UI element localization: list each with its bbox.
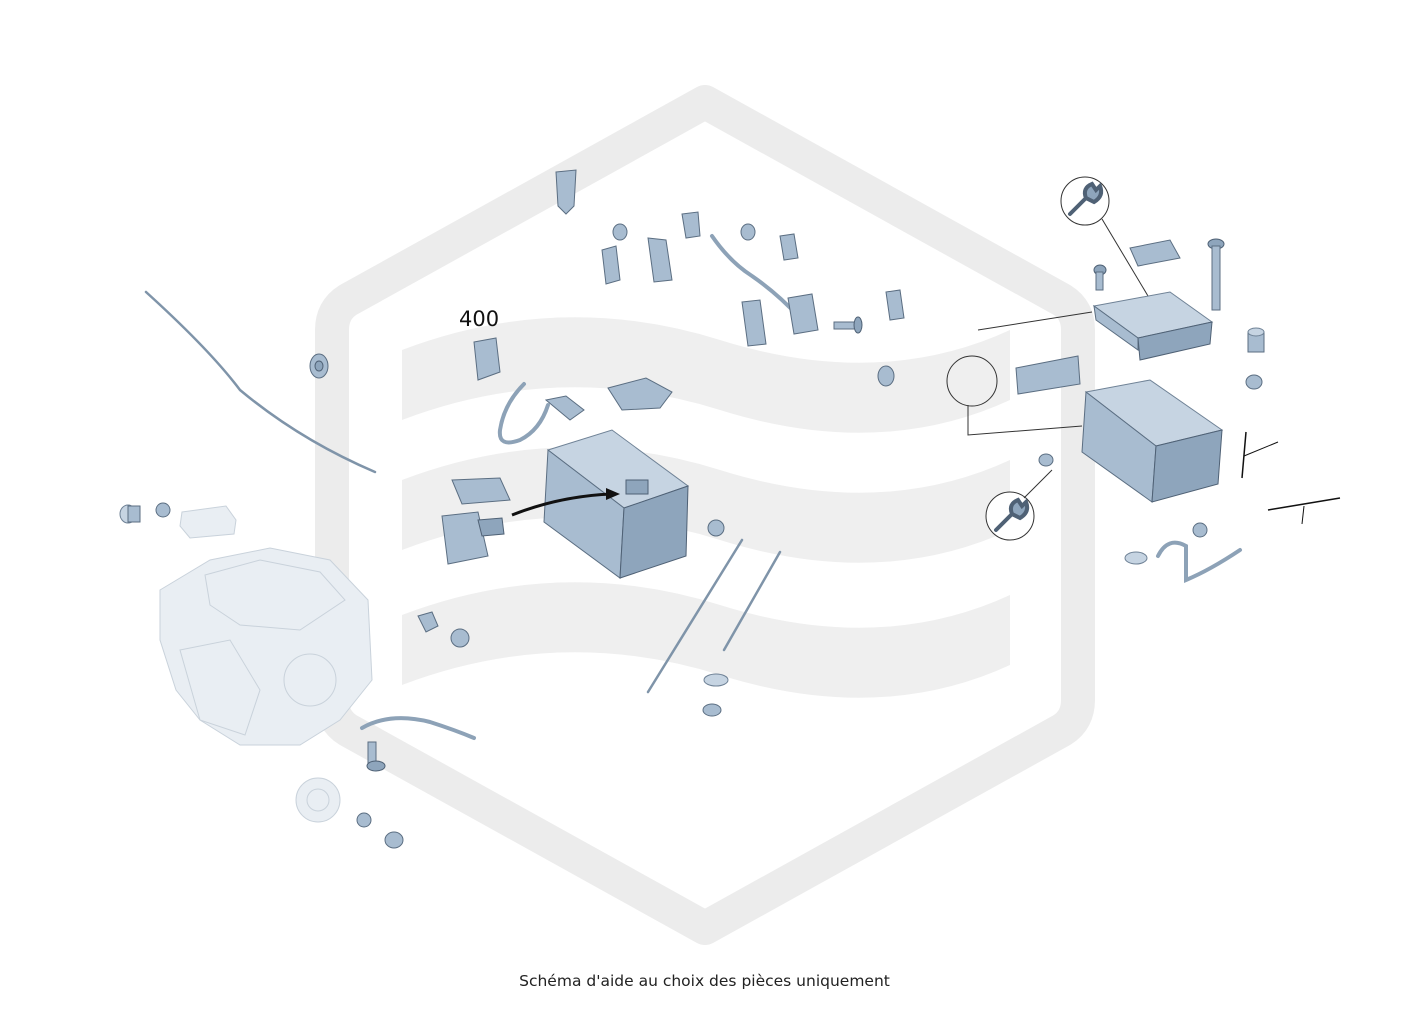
starter-motor[interactable] [179,505,237,539]
top-bracket-funnel[interactable] [555,169,577,215]
alternator-nut-1[interactable] [356,812,372,828]
clip-part-1[interactable] [417,611,439,633]
engine-assembly[interactable] [159,547,373,746]
plug-part-3[interactable] [702,703,722,717]
washer-part[interactable] [1124,551,1148,565]
wiring-harness-top[interactable] [710,234,802,320]
wrench-icon-lower[interactable] [985,469,1053,541]
hold-down-rod-2[interactable] [722,550,782,652]
detail-circle[interactable] [946,311,1093,436]
grommet-part[interactable] [309,353,329,379]
plug-part-4[interactable] [1192,522,1208,538]
grommet-part-3[interactable] [1038,453,1054,467]
bolt-near-engine[interactable] [366,741,386,772]
cap-part-2[interactable] [1245,374,1263,390]
connector-part-2[interactable] [647,237,673,283]
terminal-cover[interactable] [473,337,501,381]
coolant-hose[interactable] [1156,540,1242,584]
harness-block[interactable] [787,293,819,335]
control-module[interactable] [1092,291,1214,361]
connector-part-1[interactable] [601,245,621,285]
fuse-box-upper[interactable] [451,477,511,505]
screw-part[interactable] [833,316,863,334]
sensor-part-2[interactable] [740,223,756,241]
connector-part-3[interactable] [681,211,701,239]
battery[interactable] [543,429,690,579]
diagram-caption: Schéma d'aide au choix des pièces unique… [519,972,890,990]
callout-number[interactable]: 400 [459,307,499,331]
arrow-indicator [511,492,613,517]
control-module-cover[interactable] [1129,239,1181,267]
fuse-box-lower[interactable] [441,511,505,565]
sensor-part-1[interactable] [612,223,628,241]
long-bolt[interactable] [1207,238,1225,311]
battery-cover-pad[interactable] [607,377,673,411]
plug-part-1[interactable] [707,519,725,537]
plug-part-2[interactable] [703,673,729,687]
long-cable[interactable] [144,290,377,474]
alternator-nut-2[interactable] [384,831,404,849]
connector-part-4[interactable] [779,233,799,261]
bracket-part-top[interactable] [741,299,767,347]
ground-strap[interactable] [360,716,476,740]
watermark-logo [315,85,1095,945]
clip-part-2[interactable] [450,628,470,648]
cap-part-1[interactable] [1247,327,1265,353]
section-marker-2 [1267,497,1341,525]
section-marker-1 [1241,431,1279,479]
bushing-left-2[interactable] [155,502,171,518]
bracket-part-small[interactable] [885,289,905,321]
battery-cable-positive[interactable] [497,382,550,445]
grommet-part-2[interactable] [877,365,895,387]
small-bolt[interactable] [1093,264,1107,291]
battery-inverter-unit[interactable] [1081,379,1224,503]
relay-bracket[interactable] [1015,355,1081,395]
alternator[interactable] [295,777,341,823]
cable-terminal[interactable] [544,395,585,421]
hold-down-rod-1[interactable] [646,538,744,694]
bushing-left-1[interactable] [119,504,141,524]
wrench-icon[interactable] [1060,176,1149,297]
